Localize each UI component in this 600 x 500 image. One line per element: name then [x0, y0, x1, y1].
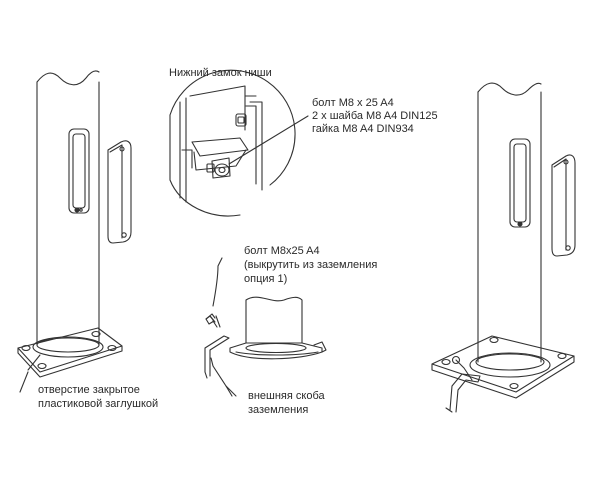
right-post: [431, 82, 576, 413]
lock-washer-label: 2 x шайба M8 A4 DIN125: [312, 110, 438, 122]
right-niche: [509, 138, 531, 228]
left-base-plate: [17, 327, 123, 373]
lock-nut-label: гайка M8 A4 DIN934: [312, 123, 414, 135]
right-ground-bracket: [449, 373, 481, 413]
ground-bolt-label: болт M8x25 A4: [244, 245, 320, 257]
bracket-label-line1: внешняя скоба: [248, 390, 325, 402]
bracket-label-line2: заземления: [248, 404, 309, 416]
left-niche: [68, 128, 90, 214]
ground-bolt-note-line1: (выкрутить из заземления: [244, 259, 378, 271]
bracket-leader: [225, 385, 237, 397]
hole-label-line1: отверстие закрытое: [38, 384, 140, 396]
ground-bolt-note-line2: опция 1): [244, 273, 288, 285]
lock-bolt-label: болт M8 x 25 A4: [312, 97, 394, 109]
external-ground-bracket: [204, 335, 230, 377]
ground-detail: [204, 257, 327, 397]
lock-detail-title: Нижний замок ниши: [169, 67, 272, 79]
hole-label-line2: пластиковой заглушкой: [38, 398, 159, 410]
left-pipe-top-cut: [36, 70, 100, 86]
hole-leader: [19, 371, 29, 393]
lock-detail: [169, 69, 309, 217]
right-niche-cover: [551, 154, 576, 257]
right-pipe-top-cut: [477, 82, 542, 96]
left-post: [17, 70, 132, 378]
left-niche-cover: [107, 140, 132, 244]
